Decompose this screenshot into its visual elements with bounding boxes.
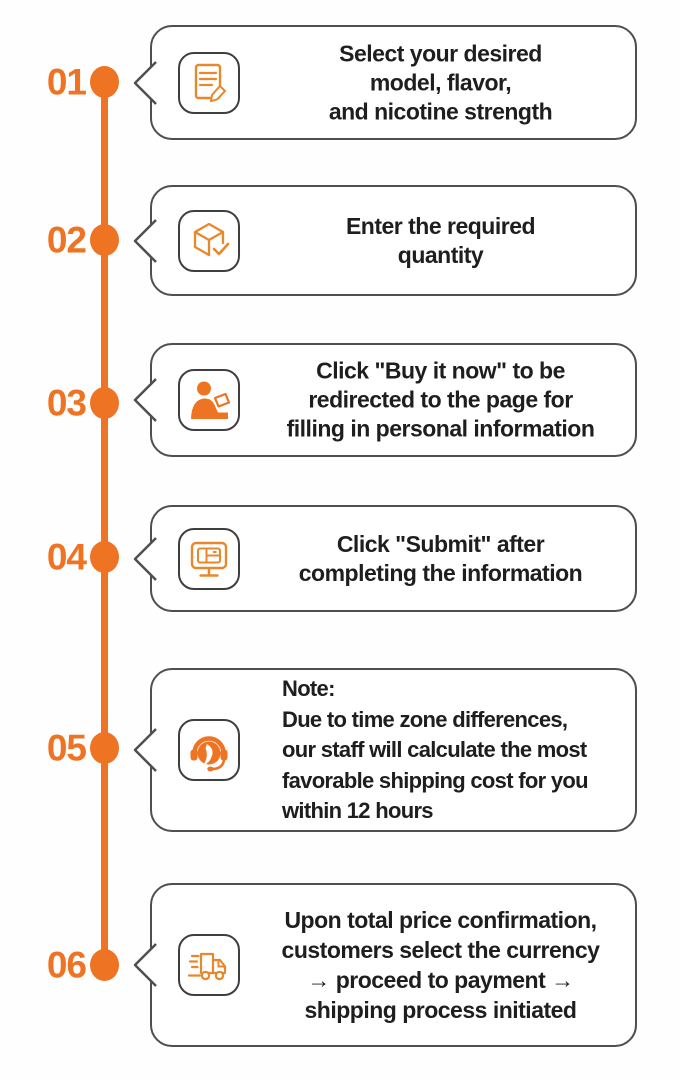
bubble-tail-icon: [133, 536, 157, 581]
timeline-dot: [90, 949, 119, 981]
text-line: Click "Submit" after: [336, 530, 545, 557]
delivery-truck-icon: [178, 934, 240, 996]
step-bubble-1: Select your desired model, flavor, and n…: [133, 25, 637, 140]
person-writing-icon: [178, 369, 240, 431]
timeline-dot: [90, 66, 119, 98]
step-bubble-5: Note: Due to time zone differences, our …: [133, 668, 637, 832]
monitor-form-icon: [178, 527, 240, 590]
timeline-dot: [90, 732, 119, 764]
bubble-tail-icon: [133, 943, 157, 987]
text-line: favorable shipping cost for you: [282, 767, 589, 793]
text-line: model, flavor,: [369, 69, 512, 95]
bubble-tail-icon: [133, 218, 157, 263]
step-number: 04: [46, 536, 87, 578]
timeline-dot: [90, 387, 119, 419]
step-text: Enter the required quantity: [256, 212, 625, 270]
bubble-tail-icon: [133, 728, 157, 772]
text-line: and nicotine strength: [328, 98, 553, 124]
text-line: Due to time zone differences,: [282, 706, 568, 732]
order-form-icon: [178, 51, 240, 114]
text-line: Upon total price confirmation,: [284, 907, 597, 933]
step-text: Click "Submit" after completing the info…: [256, 530, 625, 588]
text-line: within 12 hours: [282, 797, 434, 823]
text-line: filling in personal information: [286, 415, 595, 442]
step-number: 05: [46, 727, 87, 769]
bubble-tail-icon: [133, 60, 157, 105]
text-line: Note:: [282, 675, 335, 701]
text-line: Click "Buy it now" to be: [316, 357, 565, 384]
bubble-tail-icon: [133, 378, 157, 422]
text-line: customers select the currency: [281, 937, 600, 963]
timeline-line: [101, 82, 108, 965]
text-line: quantity: [397, 241, 484, 268]
step-text: Click "Buy it now" to be redirected to t…: [256, 357, 625, 444]
step-number: 01: [46, 61, 87, 103]
text-line: shipping process initiated: [304, 997, 577, 1023]
step-number: 02: [46, 219, 87, 261]
step-text: Note: Due to time zone differences, our …: [282, 674, 627, 827]
step-bubble-3: Click "Buy it now" to be redirected to t…: [133, 343, 637, 457]
text-line: Enter the required: [345, 212, 536, 239]
text-line: Select your desired: [339, 40, 542, 66]
text-line: our staff will calculate the most: [282, 736, 587, 762]
step-bubble-2: Enter the required quantity: [133, 185, 637, 296]
step-number: 06: [46, 944, 87, 986]
text-line: completing the information: [298, 559, 583, 586]
step-number: 03: [46, 382, 87, 424]
timeline-dot: [90, 224, 119, 256]
step-text: Select your desired model, flavor, and n…: [256, 39, 625, 126]
support-headset-icon: [178, 719, 240, 781]
timeline-dot: [90, 541, 119, 573]
text-line: redirected to the page for: [308, 386, 573, 413]
text-line: → proceed to payment →: [307, 967, 574, 993]
step-text: Upon total price confirmation, customers…: [256, 905, 625, 1025]
step-bubble-6: Upon total price confirmation, customers…: [133, 883, 637, 1047]
package-check-icon: [178, 209, 240, 272]
step-bubble-4: Click "Submit" after completing the info…: [133, 505, 637, 612]
